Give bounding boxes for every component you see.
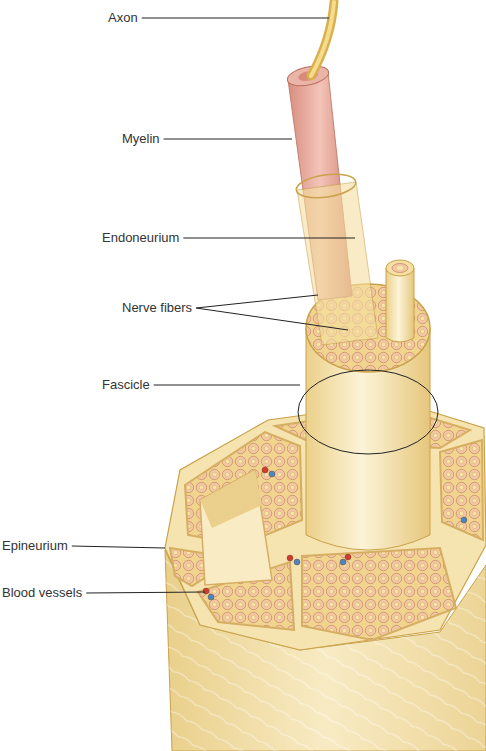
- leader-line: [183, 238, 355, 239]
- leader-line: [196, 308, 348, 330]
- leader-line: [164, 139, 292, 140]
- leader-line: [196, 295, 318, 308]
- leader-line: [142, 18, 329, 19]
- leader-line: [154, 385, 300, 386]
- part-label: Epineurium: [2, 538, 68, 554]
- part-label: Myelin: [122, 131, 160, 147]
- leader-line: [72, 546, 165, 548]
- part-label: Axon: [108, 10, 138, 26]
- part-label: Blood vessels: [2, 585, 82, 601]
- leader-line: [86, 592, 205, 593]
- part-label: Fascicle: [102, 377, 150, 393]
- part-label: Endoneurium: [102, 230, 179, 246]
- part-label: Nerve fibers: [122, 300, 192, 316]
